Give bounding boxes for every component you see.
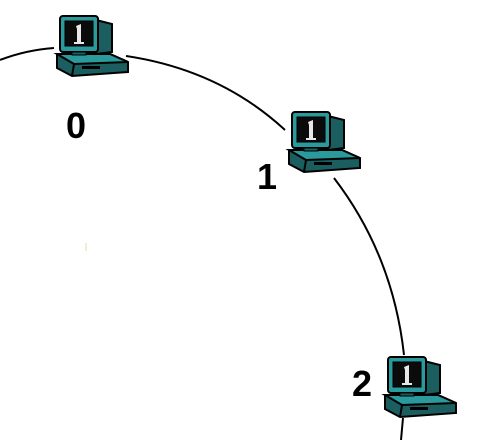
node-label-2: 2 xyxy=(352,363,372,404)
ring-link-2-edge xyxy=(400,417,404,440)
node-1: 1 xyxy=(257,111,361,197)
node-label-1: 1 xyxy=(257,156,277,197)
computer-icon xyxy=(288,111,361,173)
ring-link-0-1 xyxy=(125,55,286,131)
ring-link-edge-to-0 xyxy=(0,47,55,61)
node-0: 0 xyxy=(56,15,129,146)
node-2: 2 xyxy=(352,356,457,418)
ring-link-1-2 xyxy=(333,177,405,356)
node-label-0: 0 xyxy=(66,105,86,146)
computer-icon xyxy=(56,15,129,77)
computer-icon xyxy=(384,356,457,418)
